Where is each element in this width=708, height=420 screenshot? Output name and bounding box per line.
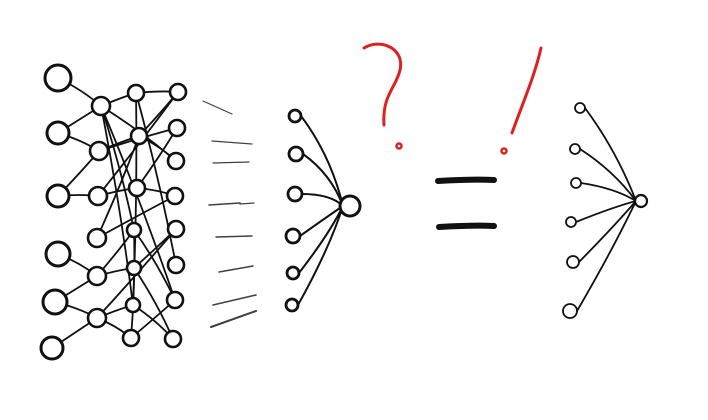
deep-network-connections [51, 77, 179, 349]
input-edge [301, 193, 344, 207]
connection-edge [100, 105, 135, 231]
question-mark-annotation [362, 42, 403, 150]
connection-edge [100, 105, 134, 306]
input-node [566, 255, 580, 269]
fade-stroke [208, 202, 241, 206]
fade-stroke [218, 265, 254, 273]
network-node [86, 227, 108, 249]
input-edge [300, 115, 344, 207]
network-node [87, 185, 109, 207]
input-node [287, 145, 305, 163]
output-node [633, 193, 649, 209]
input-node [284, 297, 300, 313]
single-neuron-network-right [562, 102, 649, 319]
input-node [569, 143, 581, 155]
fade-stroke [210, 310, 257, 328]
network-node [124, 296, 142, 314]
connection-edge [96, 135, 140, 239]
input-edge [297, 205, 344, 306]
network-node [126, 83, 146, 103]
fade-stroke [239, 202, 255, 205]
connection-edge [100, 105, 176, 301]
input-node [574, 102, 586, 114]
fade-stroke [211, 140, 253, 145]
input-node [286, 185, 304, 203]
fade-stroke [212, 294, 257, 306]
network-node [45, 120, 71, 146]
network-node [86, 265, 108, 287]
input-edge [584, 107, 637, 202]
network-node [88, 140, 110, 162]
network-node [166, 219, 186, 239]
network-node [163, 329, 183, 349]
fade-stroke [202, 100, 233, 115]
connection-edge [135, 92, 177, 266]
network-node [168, 82, 188, 102]
network-node [45, 183, 71, 209]
connection-edge [132, 92, 138, 306]
fade-stroke [215, 235, 253, 238]
input-edge [302, 153, 344, 207]
input-node [570, 177, 582, 189]
network-node [90, 95, 112, 117]
input-edge [576, 200, 637, 312]
network-node [125, 259, 143, 277]
input-edge [579, 148, 637, 202]
fade-transition-strokes [202, 100, 257, 328]
deep-network-nodes [39, 63, 188, 361]
network-node [125, 221, 143, 239]
network-node [166, 255, 186, 275]
network-node [44, 240, 72, 268]
input-node [565, 216, 577, 228]
network-node [127, 178, 147, 198]
exclamation-mark-annotation [500, 46, 543, 155]
input-edge [299, 205, 344, 237]
input-node [284, 227, 302, 245]
input-edge [580, 182, 637, 202]
network-node [121, 328, 141, 348]
network-node [167, 118, 187, 138]
network-node [129, 126, 149, 146]
input-edge [298, 205, 344, 274]
input-edge [575, 200, 637, 223]
output-node [338, 194, 362, 218]
network-node [165, 186, 185, 206]
network-node [39, 335, 65, 361]
network-node [86, 307, 108, 329]
network-node [43, 63, 73, 93]
single-neuron-network-middle [284, 108, 362, 313]
network-node [41, 288, 69, 316]
input-node [285, 265, 301, 281]
input-edge [578, 200, 637, 263]
equals-sign [435, 176, 497, 230]
network-node [166, 151, 186, 171]
input-node [562, 303, 578, 319]
fade-stroke [212, 161, 250, 164]
network-node [165, 290, 185, 310]
input-node [287, 108, 303, 124]
